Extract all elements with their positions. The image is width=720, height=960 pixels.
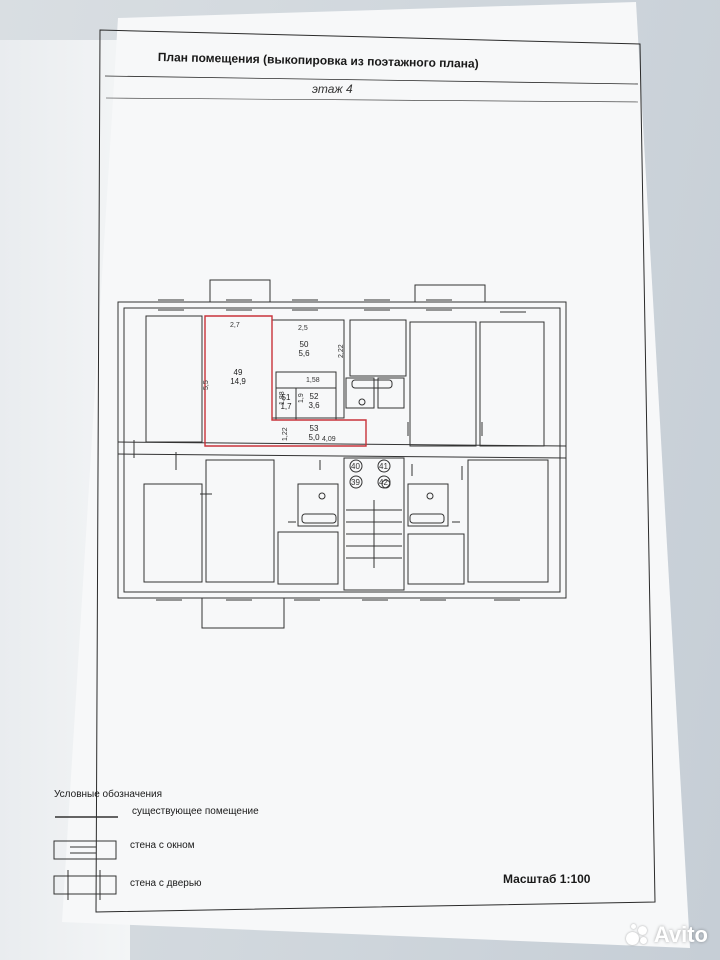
room-52 (295, 387, 337, 421)
stairwell (343, 457, 405, 591)
drawing-frame (95, 29, 656, 913)
bath-top-1 (345, 377, 375, 409)
legend-wall-door: стена с дверью (130, 878, 202, 889)
dimension-label: 1,58 (306, 377, 320, 384)
room-bottom-4 (407, 533, 465, 585)
room-area: 5,0 (308, 433, 320, 442)
apartment-outline (204, 315, 367, 447)
balcony-top-right (414, 284, 486, 303)
outer-wall (117, 301, 567, 599)
dimension-label: 1,88 (279, 391, 286, 405)
bath-top-2 (377, 377, 405, 409)
room-top-3 (349, 319, 407, 377)
room-51 (275, 387, 297, 421)
dimension-label: 2,22 (338, 344, 345, 358)
room-area: 14,9 (230, 377, 246, 386)
room-number: 52 (309, 392, 319, 401)
dimension-label: 2,7 (230, 322, 240, 329)
corridor-line-bottom (117, 453, 567, 459)
room-bottom-1 (143, 483, 203, 583)
stair-number: 39 (351, 478, 360, 487)
stair-number: 40 (351, 462, 360, 471)
stair-number: 42 (379, 478, 388, 487)
room-area: 5,6 (298, 349, 310, 358)
balcony-top-left (209, 279, 271, 303)
door-marks (133, 422, 483, 523)
background-sheet (0, 40, 130, 960)
room-area: 1,7 (280, 402, 292, 411)
room-top-1 (145, 315, 203, 443)
room-number: 49 (233, 368, 243, 377)
avito-watermark: Avito (624, 922, 708, 948)
room-bottom-2 (205, 459, 275, 583)
room-53-label: 53 5,0 (302, 424, 326, 442)
dimension-label: 1,22 (282, 427, 289, 441)
room-number: 51 (281, 393, 291, 402)
stair-number: 41 (379, 462, 388, 471)
dimension-label: 4,09 (322, 436, 336, 443)
room-51-label: 51 1,7 (276, 393, 296, 411)
window-marks (156, 299, 526, 601)
outer-wall-inner (123, 307, 561, 593)
legend-existing-room: существующее помещение (132, 806, 259, 817)
title-underline (104, 75, 639, 85)
room-49-label: 49 14,9 (226, 368, 250, 386)
floor-underline (105, 97, 639, 103)
corridor-line-top (117, 441, 567, 447)
paper (62, 2, 690, 948)
document-title: План помещения (выкопировка из поэтажног… (157, 50, 479, 71)
room-top-5 (479, 321, 545, 447)
room-number: 53 (309, 424, 319, 433)
room-158 (275, 371, 337, 389)
floor-label: этаж 4 (312, 82, 353, 96)
room-52-label: 52 3,6 (302, 392, 326, 410)
scale-label: Масштаб 1:100 (503, 872, 591, 886)
balcony-bottom (201, 597, 285, 629)
room-bottom-5 (467, 459, 549, 583)
room-top-4 (409, 321, 477, 447)
watermark-text: Avito (653, 922, 708, 947)
avito-logo-icon (624, 922, 650, 948)
bath-bottom-1 (297, 483, 339, 527)
room-number: 50 (299, 340, 309, 349)
dimension-label: 1,9 (298, 393, 305, 403)
dimension-label: 5,5 (203, 380, 210, 390)
room-50 (271, 319, 345, 419)
room-area: 3,6 (308, 401, 320, 410)
room-bottom-3 (277, 531, 339, 585)
legend-wall-window: стена с окном (130, 840, 195, 851)
room-50-label: 50 5,6 (292, 340, 316, 358)
building-outline (117, 279, 567, 629)
dimension-label: 2,5 (298, 325, 308, 332)
bath-bottom-2 (407, 483, 449, 527)
